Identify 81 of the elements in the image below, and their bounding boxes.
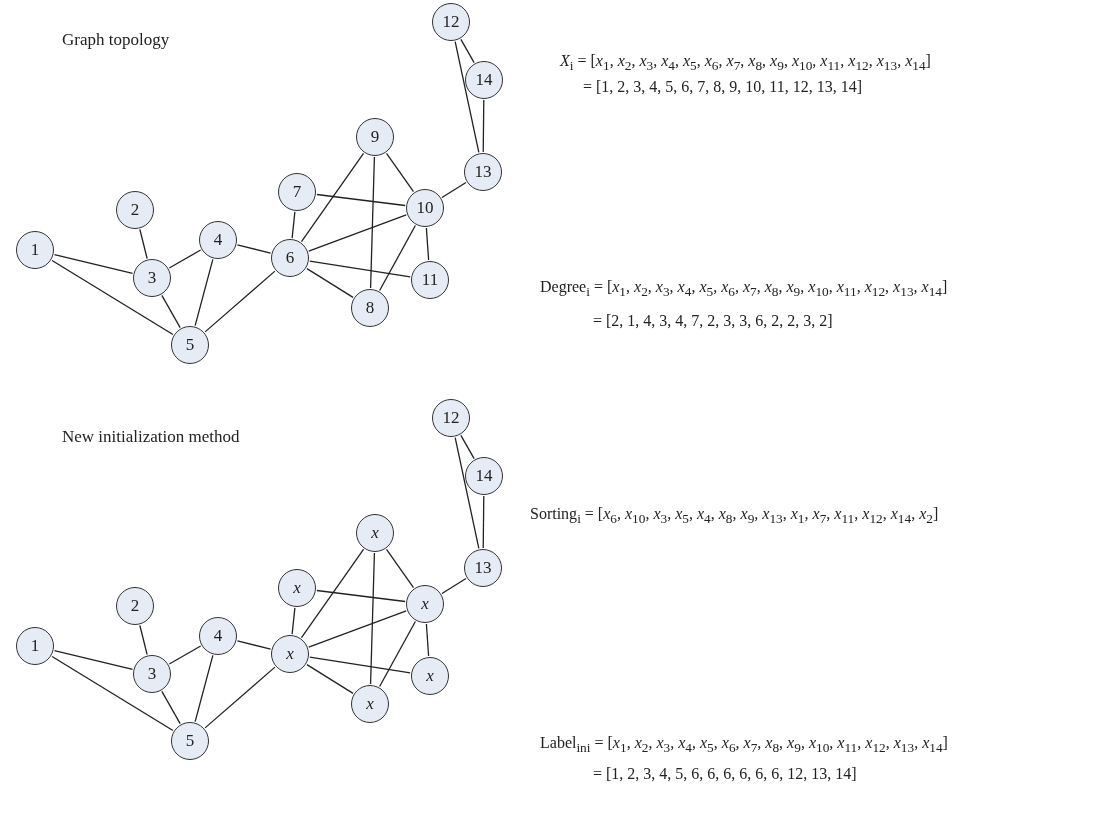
graph-node: 14 bbox=[465, 457, 503, 495]
graph-node: 5 bbox=[171, 722, 209, 760]
graph-edge bbox=[454, 40, 480, 154]
graph-edge bbox=[306, 267, 354, 299]
graph-edge bbox=[309, 656, 411, 674]
graph-node: 5 bbox=[171, 326, 209, 364]
graph-node: 7 bbox=[278, 173, 316, 211]
graph-edge bbox=[460, 434, 475, 460]
graph-edge bbox=[236, 244, 272, 254]
graph-node: x bbox=[356, 514, 394, 552]
graph-edge bbox=[454, 436, 480, 550]
graph-edge bbox=[236, 640, 272, 650]
graph-node: 13 bbox=[464, 153, 502, 191]
graph-edge bbox=[379, 620, 416, 688]
graph-node: x bbox=[411, 657, 449, 695]
graph-node: 3 bbox=[133, 259, 171, 297]
graph-edge bbox=[161, 690, 181, 725]
graph-node: 12 bbox=[432, 3, 470, 41]
graph-edge bbox=[168, 645, 202, 665]
graph-node: 3 bbox=[133, 655, 171, 693]
graph-edge bbox=[482, 495, 485, 549]
graph-edge bbox=[316, 589, 406, 603]
panel-title: New initialization method bbox=[62, 427, 240, 447]
graph-edge bbox=[291, 211, 296, 239]
graph-edge bbox=[385, 548, 415, 589]
graph-edge bbox=[204, 270, 276, 333]
formula: = [2, 1, 4, 3, 4, 7, 2, 3, 3, 6, 2, 2, 3, 2] bbox=[593, 312, 833, 330]
graph-edge bbox=[300, 548, 365, 639]
graph-node: 10 bbox=[406, 189, 444, 227]
graph-edge bbox=[51, 655, 174, 732]
graph-edge bbox=[306, 663, 354, 695]
graph-node: 12 bbox=[432, 399, 470, 437]
graph-node: x bbox=[351, 685, 389, 723]
graph-node: 2 bbox=[116, 587, 154, 625]
graph-edge bbox=[385, 152, 415, 193]
graph-edge bbox=[204, 666, 276, 729]
formula: Sorting$_{i}$ = [x$_{6}$, x$_{10}$, x$_{3}$, x$_{5}$, x$_{4}$, x$_{8}$, x$_{9}$, x$_{13}$, x$_{1}$, x$_{7}$, x$_{11}$, x$_{12}$, x$_{14}$, x$_{2}$] bbox=[530, 505, 939, 528]
graph-edge bbox=[369, 156, 376, 289]
graph-edge bbox=[441, 577, 467, 595]
graph-node: 8 bbox=[351, 289, 389, 327]
formula: = [1, 2, 3, 4, 5, 6, 6, 6, 6, 6, 6, 12, 13, 14] bbox=[593, 765, 857, 783]
graph-node: 1 bbox=[16, 627, 54, 665]
formula: Label$_{ini}$ = [x$_{1}$, x$_{2}$, x$_{3}$, x$_{4}$, x$_{5}$, x$_{6}$, x$_{7}$, x$_{8}$, x$_{9}$, x$_{10}$, x$_{11}$, x$_{12}$, x$_{13}$, x$_{14}$] bbox=[540, 734, 948, 757]
graph-node: 4 bbox=[199, 221, 237, 259]
graph-node: 11 bbox=[411, 261, 449, 299]
graph-edge bbox=[441, 181, 467, 199]
graph-edge bbox=[316, 193, 406, 207]
graph-edge bbox=[309, 260, 411, 278]
graph-node: 4 bbox=[199, 617, 237, 655]
graph-edge bbox=[161, 294, 181, 329]
graph-edge bbox=[308, 610, 407, 648]
graph-edge bbox=[291, 607, 296, 635]
graph-edge bbox=[369, 552, 376, 685]
graph-node: x bbox=[278, 569, 316, 607]
graph-edge bbox=[51, 259, 174, 336]
graph-edge bbox=[425, 227, 430, 261]
panel-title: Graph topology bbox=[62, 30, 170, 50]
formula: Degree$_{i}$ = [x$_{1}$, x$_{2}$, x$_{3}$, x$_{4}$, x$_{5}$, x$_{6}$, x$_{7}$, x$_{8}$, x$_{9}$, x$_{10}$, x$_{11}$, x$_{12}$, x$_{13}$, x$_{14}$] bbox=[540, 278, 948, 301]
graph-node: 9 bbox=[356, 118, 394, 156]
graph-edge bbox=[460, 38, 475, 64]
formula: X$_{i}$ = [x$_{1}$, x$_{2}$, x$_{3}$, x$_{4}$, x$_{5}$, x$_{6}$, x$_{7}$, x$_{8}$, x$_{9}$, x$_{10}$, x$_{11}$, x$_{12}$, x$_{13}$, x$_{14}$] bbox=[560, 52, 931, 75]
graph-node: x bbox=[406, 585, 444, 623]
formula: = [1, 2, 3, 4, 5, 6, 7, 8, 9, 10, 11, 12, 13, 14] bbox=[583, 78, 863, 96]
graph-node: 14 bbox=[465, 61, 503, 99]
graph-node: 6 bbox=[271, 239, 309, 277]
graph-edge bbox=[194, 258, 214, 327]
graph-node: 2 bbox=[116, 191, 154, 229]
graph-edge bbox=[139, 624, 148, 656]
graph-edge bbox=[308, 214, 407, 252]
graph-edge bbox=[425, 623, 430, 657]
graph-edge bbox=[379, 224, 416, 292]
graph-node: 1 bbox=[16, 231, 54, 269]
graph-edge bbox=[194, 654, 214, 723]
graph-edge bbox=[482, 99, 485, 153]
graph-node: x bbox=[271, 635, 309, 673]
graph-edge bbox=[139, 228, 148, 260]
graph-edge bbox=[168, 249, 202, 269]
graph-edge bbox=[300, 152, 365, 243]
graph-edge bbox=[53, 254, 134, 274]
graph-node: 13 bbox=[464, 549, 502, 587]
graph-edge bbox=[53, 650, 134, 670]
